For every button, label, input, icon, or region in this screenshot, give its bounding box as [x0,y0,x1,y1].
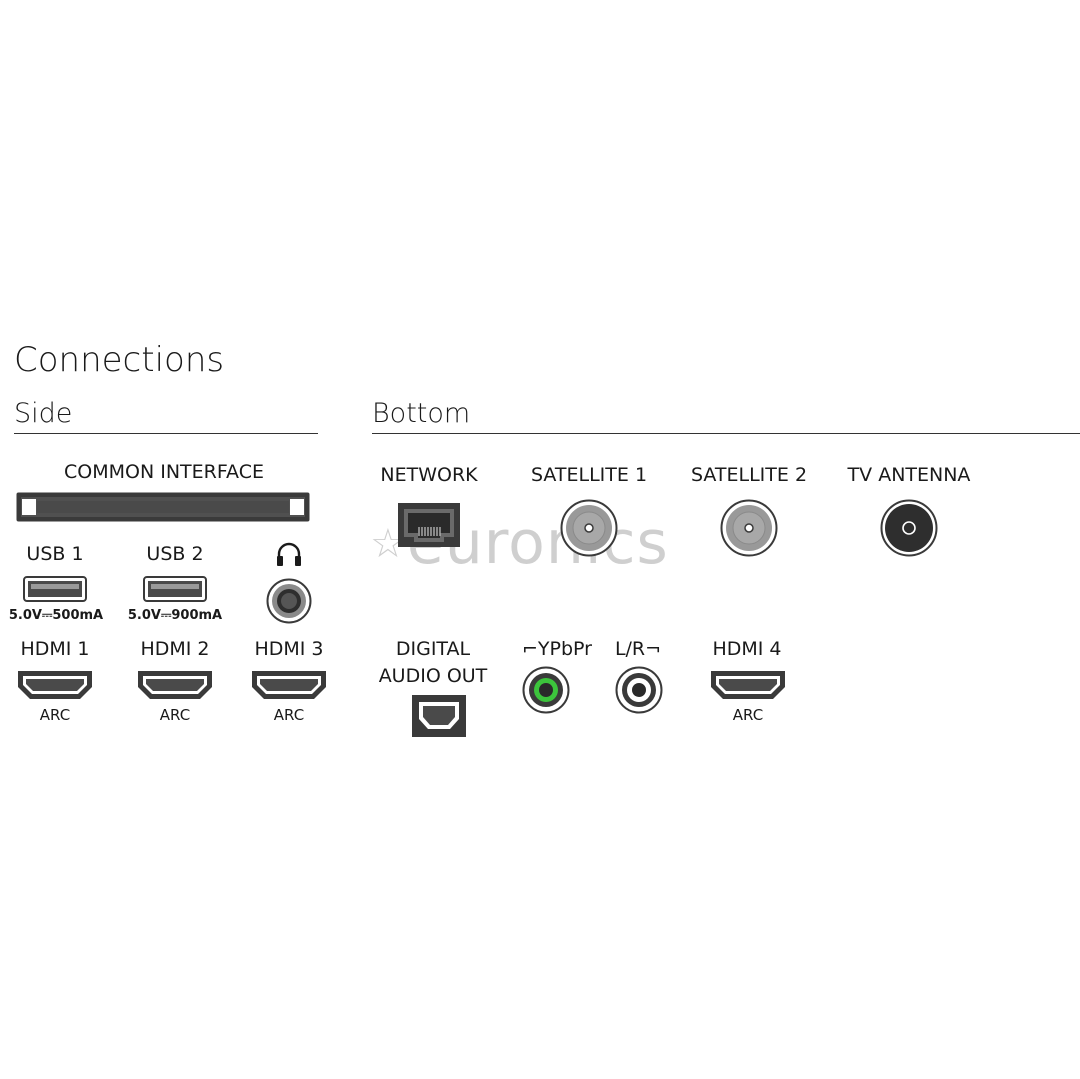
hdmi3-label: HDMI 3 [254,638,324,660]
usb1-port-icon [23,576,87,602]
lr-rca-jack [615,666,663,714]
ypbpr-label: ⌐YPbPr [522,638,592,660]
usb2-label: USB 2 [146,543,204,565]
satellite1-label: SATELLITE 1 [530,464,648,486]
hdmi1-arc: ARC [39,706,71,724]
tv-antenna-connector-icon [880,499,938,557]
hdmi2-arc: ARC [159,706,191,724]
ypbpr-rca-jack-green [522,666,570,714]
bottom-divider [372,433,1080,434]
network-label: NETWORK [380,464,478,486]
headphones-icon [276,542,302,568]
hdmi3-arc: ARC [273,706,305,724]
hdmi4-label: HDMI 4 [712,638,782,660]
hdmi2-port-icon [136,669,214,701]
hdmi2-label: HDMI 2 [140,638,210,660]
usb2-port-icon [143,576,207,602]
hdmi4-arc: ARC [732,706,764,724]
usb1-spec: 5.0V⎓500mA [8,608,104,623]
hdmi1-port-icon [16,669,94,701]
section-bottom-title: Bottom [372,398,471,429]
lr-audio-label: L/R¬ [614,638,662,660]
headphone-jack [266,578,312,624]
usb2-spec: 5.0V⎓900mA [127,608,223,623]
satellite2-connector-icon [720,499,778,557]
common-interface-label: COMMON INTERFACE [64,461,264,483]
hdmi3-port-icon [250,669,328,701]
digital-audio-label-line1: DIGITAL [395,638,471,660]
side-divider [14,433,318,434]
satellite2-label: SATELLITE 2 [690,464,808,486]
satellite1-connector-icon [560,499,618,557]
digital-audio-label-line2: AUDIO OUT [378,665,488,687]
tv-antenna-label: TV ANTENNA [847,464,971,486]
optical-port-icon [412,695,466,737]
hdmi4-port-icon [709,669,787,701]
usb1-label: USB 1 [26,543,84,565]
page-title: Connections [14,340,225,380]
common-interface-slot [16,492,310,522]
ethernet-port-icon [398,503,460,547]
section-side-title: Side [14,398,73,429]
hdmi1-label: HDMI 1 [20,638,90,660]
